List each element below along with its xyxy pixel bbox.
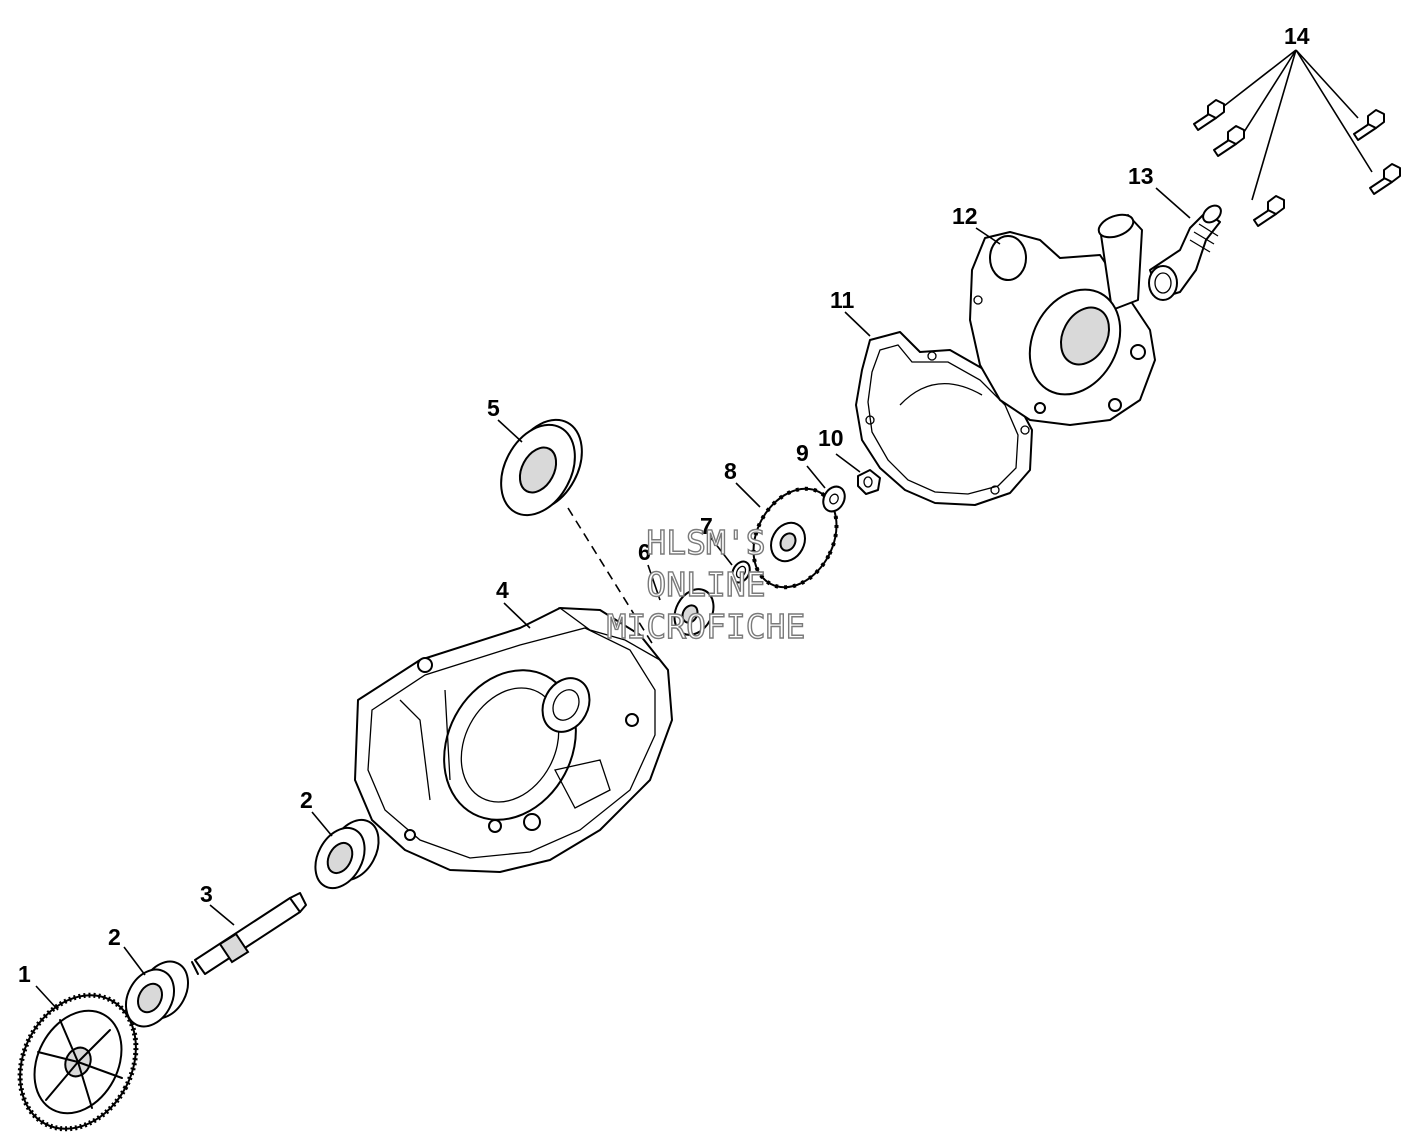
part-7-o-ring — [731, 560, 751, 584]
callout-6: 6 — [638, 539, 651, 565]
callout-labels: 1 2 3 2 4 5 6 7 8 9 10 11 12 13 14 — [18, 23, 1310, 987]
part-6-mechanical-seal — [673, 588, 715, 636]
callout-4: 4 — [496, 577, 509, 603]
bolt-5 — [1253, 195, 1285, 227]
leader-lines — [35, 49, 1373, 1011]
bolt-2 — [1213, 125, 1245, 157]
callout-3: 3 — [200, 881, 213, 907]
callout-12: 12 — [952, 203, 978, 229]
callout-2-lower: 2 — [108, 924, 121, 950]
bolt-1 — [1193, 99, 1225, 131]
part-8-impeller — [751, 486, 839, 590]
callout-10: 10 — [818, 425, 844, 451]
part-5-seal — [500, 418, 656, 649]
callout-9: 9 — [796, 440, 809, 466]
part-3-shaft — [191, 892, 307, 975]
watermark-line-2: ONLINE — [646, 565, 765, 604]
callout-11: 11 — [830, 287, 855, 313]
watermark-line-1: HLSM'S — [646, 523, 765, 562]
callout-2-upper: 2 — [300, 787, 313, 813]
part-2-bearing-lower — [125, 960, 189, 1028]
callout-13: 13 — [1128, 163, 1154, 189]
callout-5: 5 — [487, 395, 500, 421]
bolt-3 — [1353, 109, 1385, 141]
part-2-bearing-upper — [314, 818, 380, 890]
part-9-washer — [822, 485, 846, 513]
watermark: HLSM'S ONLINE MICROFICHE — [606, 522, 806, 646]
part-12-pump-cover — [969, 213, 1156, 426]
part-13-hose-fitting — [1148, 204, 1222, 301]
watermark-line-3: MICROFICHE — [607, 607, 806, 646]
part-1-gear-pulley — [17, 992, 139, 1132]
part-14-bolts — [1193, 99, 1401, 227]
bolt-4 — [1369, 163, 1401, 195]
callout-14: 14 — [1284, 23, 1310, 49]
part-10-nut — [857, 469, 881, 495]
callout-7: 7 — [700, 513, 713, 539]
callout-1: 1 — [18, 961, 31, 987]
part-4-pump-housing — [354, 607, 673, 873]
callout-8: 8 — [724, 458, 737, 484]
